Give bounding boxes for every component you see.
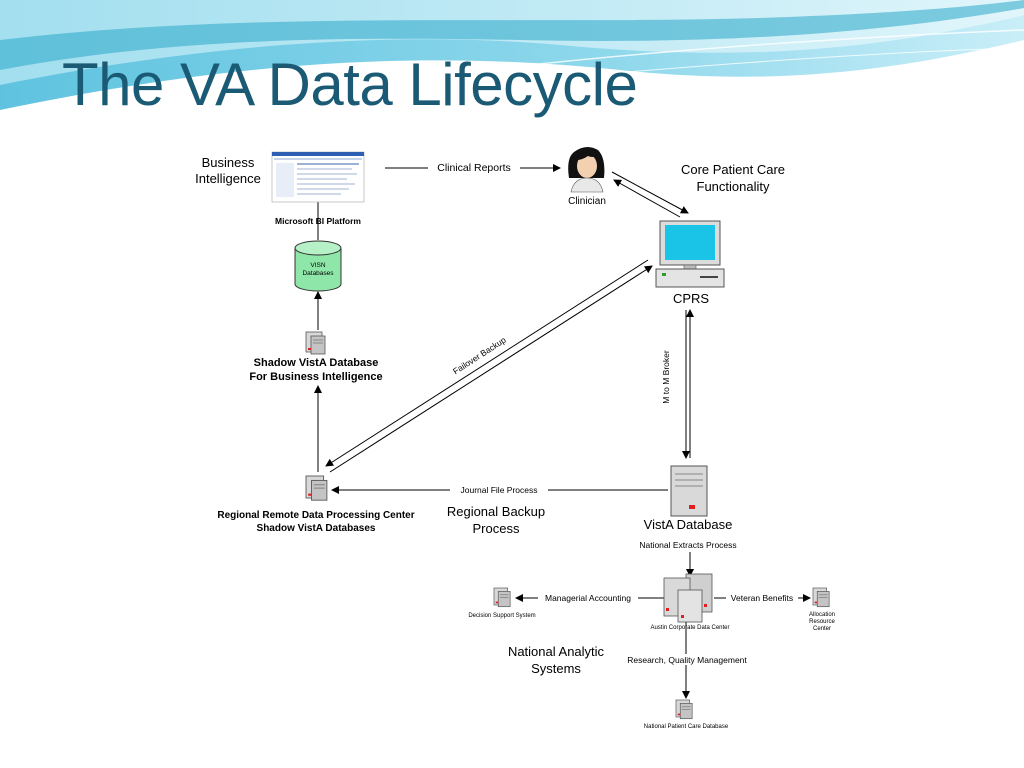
microsoft-bi-label: Microsoft BI Platform	[275, 216, 361, 226]
bi-report-thumbnail	[271, 151, 365, 203]
vista-database-label: VistA Database	[644, 517, 733, 532]
failover-arrow-down	[325, 259, 649, 467]
cprs-label: CPRS	[673, 291, 709, 306]
clinician-icon	[568, 146, 605, 193]
decision-support-server-icon	[493, 587, 511, 608]
clinical-reports-label: Clinical Reports	[437, 162, 511, 174]
m-to-m-broker-label: M to M Broker	[661, 350, 671, 404]
connectors	[314, 164, 811, 699]
visn-database-icon	[294, 240, 342, 292]
austin-center-label: Austin Corporate Data Center	[650, 625, 729, 631]
cprs-computer-icon	[655, 220, 725, 288]
journal-file-process-label: Journal File Process	[460, 485, 537, 495]
diagram-panel	[152, 142, 844, 732]
allocation-server-icon	[812, 587, 830, 608]
shadow-bi-server-icon	[305, 331, 326, 355]
clinician-to-cprs-arrow	[611, 171, 689, 214]
national-extracts-label: National Extracts Process	[639, 540, 736, 550]
slide-title: The VA Data Lifecycle	[62, 51, 638, 118]
veteran-benefits-label: Veteran Benefits	[731, 593, 793, 603]
regional-server-icon	[305, 475, 328, 501]
managerial-accounting-label: Managerial Accounting	[545, 593, 631, 603]
failover-arrow-up	[329, 265, 653, 473]
decision-support-label: Decision Support System	[468, 613, 535, 619]
austin-data-center-icon	[663, 573, 713, 623]
research-quality-label: Research, Quality Management	[627, 655, 747, 665]
clinician-label: Clinician	[568, 196, 606, 207]
vista-database-icon	[670, 465, 708, 517]
npcd-label: National Patient Care Database	[644, 724, 729, 730]
npcd-server-icon	[675, 699, 693, 720]
cprs-to-clinician-arrow	[613, 179, 681, 218]
